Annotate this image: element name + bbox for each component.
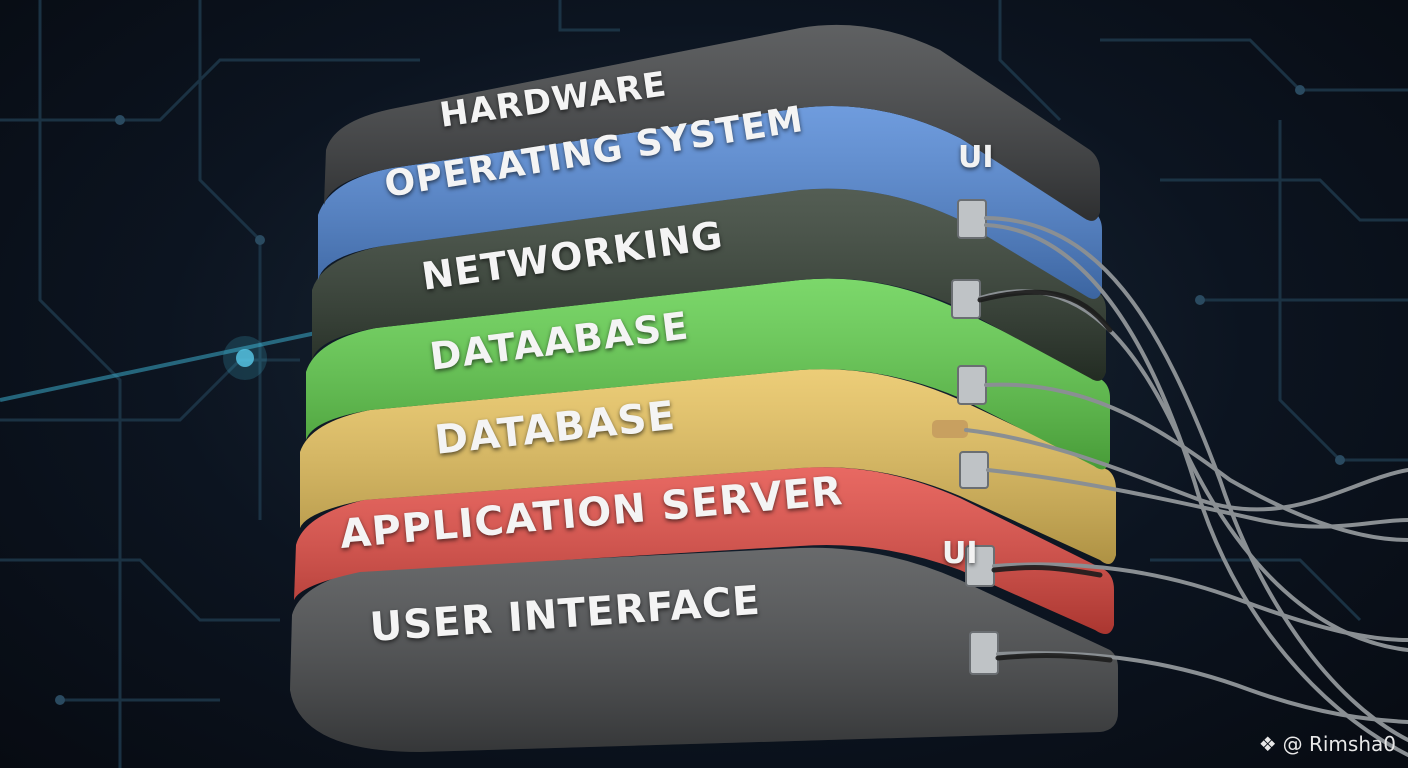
- port-hardware: [958, 200, 986, 238]
- connector-plug: [932, 420, 968, 438]
- watermark: ❖ @ Rimsha0: [1259, 732, 1396, 756]
- binance-diamond-icon: ❖: [1259, 732, 1277, 756]
- watermark-text: @ Rimsha0: [1283, 732, 1396, 756]
- port-os: [952, 280, 980, 318]
- side-label-ui-middle: UI: [942, 536, 978, 571]
- port-database: [960, 452, 988, 488]
- port-networking: [958, 366, 986, 404]
- side-label-ui-top: UI: [958, 140, 994, 175]
- port-ui: [970, 632, 998, 674]
